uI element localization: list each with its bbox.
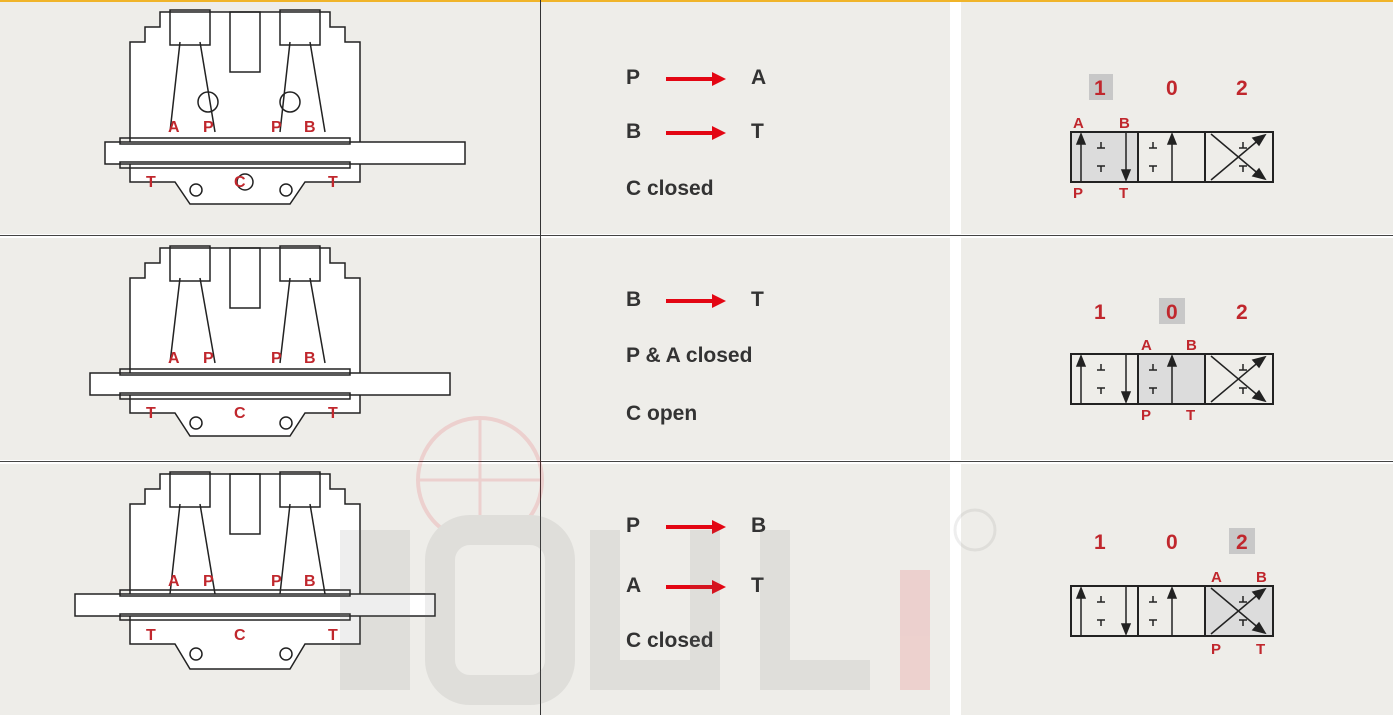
flow-arrow [666,294,726,308]
symbol-port-t: T [1256,641,1265,658]
column-divider [540,0,541,715]
row-1-flow-cell: P A B T C closed [541,2,950,234]
port-label-t-left: T [146,627,156,644]
flow-1-from: P [626,514,641,537]
symbol-port-b: B [1256,569,1267,586]
position-1-label: 1 [1094,531,1106,554]
symbol-port-p: P [1141,407,1151,424]
port-label-t-left: T [146,174,156,191]
active-position-highlight [1229,528,1255,554]
status-text: C closed [626,629,714,652]
row-3-symbol-cell: 1 0 2 A B P [961,464,1393,715]
active-position-highlight [1089,74,1113,100]
port-label-p-right: P [271,573,282,590]
row-2-symbol-cell: 1 0 2 A B P [961,238,1393,460]
row-2-valve-symbol: 1 0 2 A B P [1070,298,1274,424]
flow-arrow [666,520,726,534]
port-label-t-right: T [328,174,338,191]
row-1-valve-symbol: 1 0 2 A B P [1070,74,1274,202]
flow-2-to: T [751,120,764,143]
status-text: C closed [626,177,714,200]
port-label-a: A [168,119,180,136]
flow-1-from: P [626,66,641,89]
position-2-label: 2 [1236,77,1248,100]
flow-1-to: T [751,288,764,311]
row-3-flow-cell: P B A T C closed [541,464,950,715]
port-label-p-left: P [203,350,214,367]
symbol-port-a: A [1073,115,1084,132]
flow-arrow [666,72,726,86]
port-label-b: B [304,119,316,136]
top-accent-line [0,0,1393,2]
port-label-p-left: P [203,119,214,136]
row-1-section-cell: A P P B T C T [0,2,540,234]
flow-2-from: B [626,120,642,143]
position-1-label: 1 [1094,301,1106,324]
symbol-port-a: A [1211,569,1222,586]
row-2-flow-cell: B T P & A closed C open [541,238,950,460]
row-divider [0,235,1393,236]
symbol-port-p: P [1211,641,1221,658]
flow-arrow [666,126,726,140]
position-0-label: 0 [1166,77,1178,100]
port-label-p-right: P [271,119,282,136]
active-position-highlight [1159,298,1185,324]
symbol-port-a: A [1141,337,1152,354]
symbol-port-t: T [1186,407,1195,424]
position-2-label: 2 [1236,301,1248,324]
flow-2-from: A [626,574,642,597]
row-1-symbol-cell: 1 0 2 A B P [961,2,1393,234]
flow-arrow [666,580,726,594]
row-2-valve-section-drawing: A P P B T C T [89,245,451,437]
symbol-port-b: B [1119,115,1130,132]
port-label-b: B [304,573,316,590]
port-label-c: C [234,405,246,422]
symbol-port-t: T [1119,185,1128,202]
symbol-port-p: P [1073,185,1083,202]
port-label-b: B [304,350,316,367]
symbol-port-b: B [1186,337,1197,354]
row-3-section-cell: A P P B T C T [0,464,540,715]
port-label-t-right: T [328,405,338,422]
port-label-a: A [168,350,180,367]
row-3-valve-symbol: 1 0 2 A B P [1070,528,1274,658]
port-label-t-right: T [328,627,338,644]
status-line-1: P & A closed [626,344,753,367]
port-label-p-left: P [203,573,214,590]
row-1-valve-section-drawing: A P P B T C T [104,9,466,205]
position-2-label: 2 [1236,531,1248,554]
port-label-c: C [234,174,246,191]
flow-2-to: T [751,574,764,597]
status-line-2: C open [626,402,698,425]
row-2-section-cell: A P P B T C T [0,238,540,460]
port-label-p-right: P [271,350,282,367]
position-1-label: 1 [1094,77,1106,100]
position-0-label: 0 [1166,531,1178,554]
port-label-a: A [168,573,180,590]
port-label-t-left: T [146,405,156,422]
flow-1-to: B [751,514,767,537]
row-divider [0,461,1393,462]
port-label-c: C [234,627,246,644]
row-3-valve-section-drawing: A P P B T C T [74,471,436,670]
flow-1-to: A [751,66,767,89]
flow-1-from: B [626,288,642,311]
position-0-label: 0 [1166,301,1178,324]
